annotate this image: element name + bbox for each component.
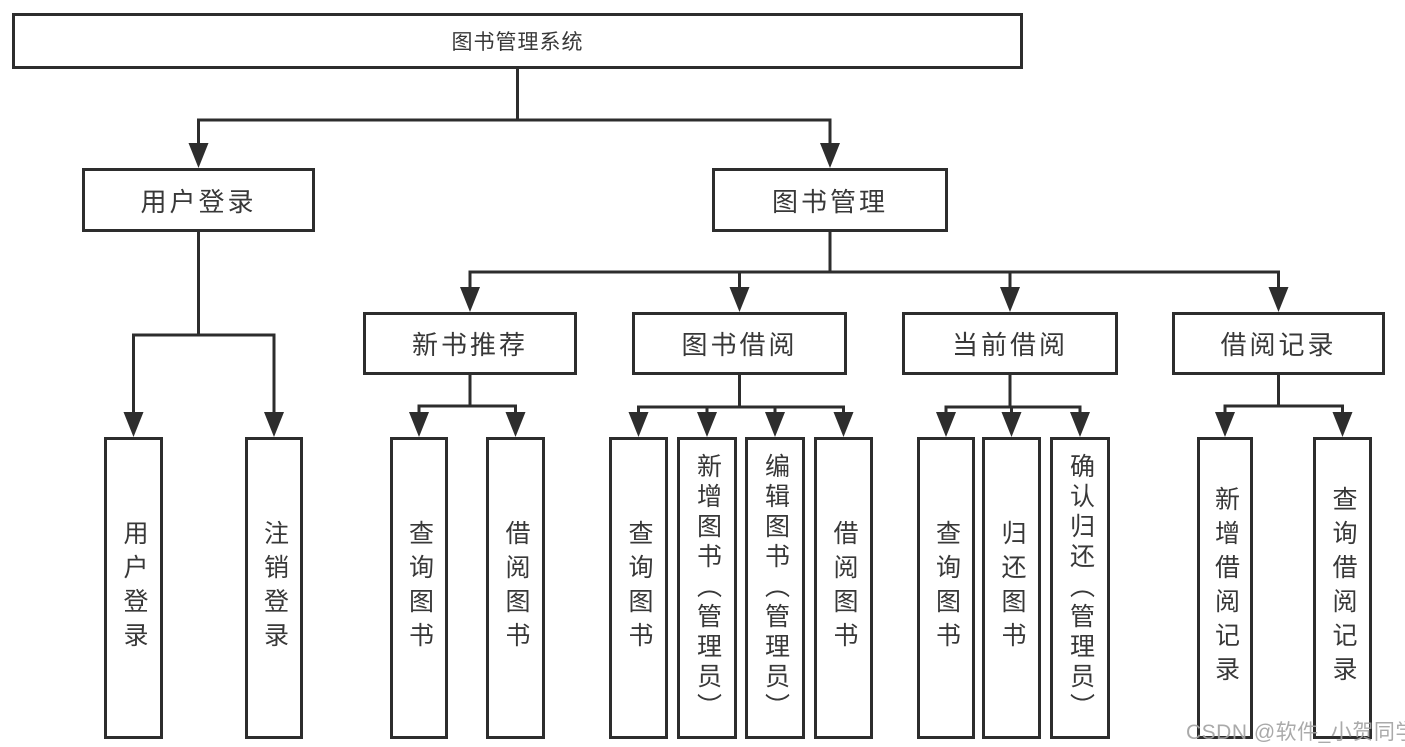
leaf-borrow-books-2-label: 借阅图书 [830, 520, 858, 656]
node-book-borrowing: 图书借阅 [632, 312, 847, 375]
leaf-query-borrow-record-label: 查询借阅记录 [1329, 486, 1357, 690]
leaf-add-books-admin-label: 新增图书（管理员） [693, 453, 722, 723]
edge-book-management-to-current-borrowing [828, 231, 1012, 300]
leaf-query-books-3: 查询图书 [917, 437, 975, 739]
leaf-logout-label: 注销登录 [260, 520, 289, 656]
arrowhead [833, 412, 854, 437]
edge-book-borrowing-to-borrow2 [738, 375, 845, 425]
node-root: 图书管理系统 [12, 13, 1023, 69]
arrowhead [697, 412, 717, 437]
arrowhead [729, 287, 750, 312]
leaf-add-books-admin: 新增图书（管理员） [677, 437, 737, 739]
leaf-logout: 注销登录 [245, 437, 303, 739]
arrowhead [1332, 412, 1353, 437]
arrowhead [1001, 412, 1022, 437]
node-current-borrowing: 当前借阅 [902, 312, 1118, 375]
node-book-borrowing-label: 图书借阅 [681, 330, 798, 360]
arrowhead [1070, 412, 1090, 437]
csdn-watermark: CSDN @软件_小贺同学 [1186, 721, 1405, 744]
leaf-query-books-3-label: 查询图书 [932, 520, 961, 656]
leaf-return-books-label: 归还图书 [998, 520, 1026, 656]
node-borrowing-records-label: 借阅记录 [1220, 330, 1337, 360]
leaf-edit-books-admin-label: 编辑图书（管理员） [761, 453, 790, 723]
edge-root-to-user-login [197, 69, 519, 156]
leaf-confirm-return-admin: 确认归还（管理员） [1050, 437, 1110, 739]
arrowhead [820, 143, 840, 168]
edge-book-management-to-borrowing-records [828, 231, 1280, 300]
node-user-login-label: 用户登录 [140, 186, 257, 217]
leaf-query-books-1: 查询图书 [390, 437, 448, 739]
arrowhead [123, 412, 144, 437]
leaf-query-books-2-label: 查询图书 [625, 520, 653, 656]
edge-borrowing-records-to-add-record [1223, 375, 1280, 425]
leaf-add-borrow-record-label: 新增借阅记录 [1211, 486, 1240, 690]
node-book-management: 图书管理 [712, 168, 948, 232]
leaf-add-borrow-record: 新增借阅记录 [1197, 437, 1253, 739]
node-new-book-recommend-label: 新书推荐 [411, 330, 528, 360]
edge-book-management-to-book-borrowing [738, 231, 832, 300]
arrowhead [936, 412, 956, 437]
arrowhead [188, 143, 209, 168]
arrowhead [628, 412, 649, 437]
edge-current-borrowing-to-query3 [944, 375, 1012, 425]
arrowhead [460, 287, 480, 312]
node-user-login: 用户登录 [82, 168, 315, 232]
node-current-borrowing-label: 当前借阅 [951, 330, 1068, 360]
leaf-return-books: 归还图书 [982, 437, 1041, 739]
arrowheads [123, 143, 1353, 437]
edge-user-login-to-leaf-user-login [132, 232, 200, 425]
arrowhead [1268, 287, 1289, 312]
node-borrowing-records: 借阅记录 [1172, 312, 1385, 375]
arrowhead [505, 412, 526, 437]
leaf-borrow-books-1: 借阅图书 [486, 437, 545, 739]
leaf-edit-books-admin: 编辑图书（管理员） [745, 437, 805, 739]
edge-root-to-book-management [516, 69, 832, 156]
arrowhead [409, 412, 429, 437]
edge-user-login-to-leaf-logout [197, 232, 276, 425]
arrowhead [765, 412, 785, 437]
arrowhead [264, 412, 284, 437]
leaf-borrow-books-1-label: 借阅图书 [502, 520, 530, 656]
leaf-user-login-label: 用户登录 [120, 520, 148, 656]
leaf-query-books-1-label: 查询图书 [405, 520, 434, 656]
edge-book-borrowing-to-query2 [637, 375, 741, 425]
leaf-confirm-return-admin-label: 确认归还（管理员） [1066, 453, 1095, 723]
leaf-query-borrow-record: 查询借阅记录 [1313, 437, 1372, 739]
node-new-book-recommend: 新书推荐 [363, 312, 577, 375]
arrowhead [1000, 287, 1020, 312]
edge-book-management-to-new-book-recommend [468, 231, 832, 300]
leaf-borrow-books-2: 借阅图书 [814, 437, 873, 739]
arrowhead [1215, 412, 1235, 437]
leaf-user-login: 用户登录 [104, 437, 163, 739]
edge-current-borrowing-to-confirm-return [1008, 375, 1082, 425]
leaf-query-books-2: 查询图书 [609, 437, 668, 739]
node-root-label: 图书管理系统 [451, 31, 584, 54]
edge-borrowing-records-to-query-record [1277, 375, 1344, 425]
node-book-management-label: 图书管理 [771, 186, 888, 217]
